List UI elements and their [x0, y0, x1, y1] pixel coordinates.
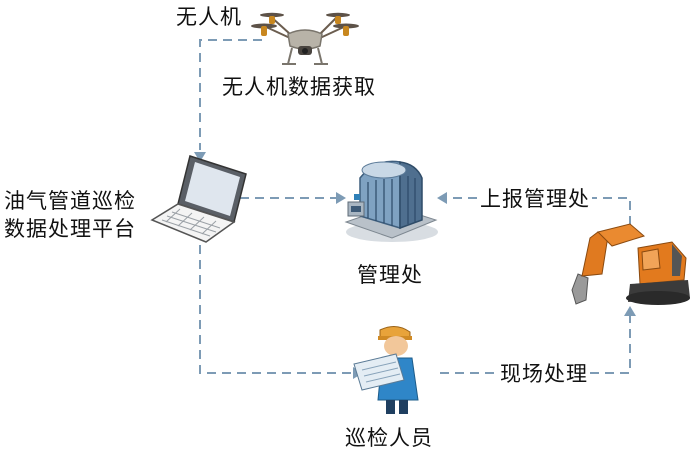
connector-laptop-to-inspector: [199, 245, 355, 374]
management-label: 管理处: [357, 263, 423, 287]
office-building-icon: [344, 160, 438, 242]
arrowhead-building-right: [437, 192, 447, 204]
drone-label: 无人机: [176, 5, 242, 29]
connector-drone-to-laptop: [199, 39, 262, 150]
report-label: 上报管理处: [478, 186, 592, 212]
platform-label-line2: 数据处理平台: [4, 217, 136, 241]
laptop-icon: [150, 155, 247, 243]
arrowhead-building-left: [336, 192, 346, 204]
arrowhead-laptop: [194, 152, 206, 162]
platform-label-line1: 油气管道巡检: [4, 189, 136, 213]
excavator-icon: [571, 223, 690, 305]
onsite-label: 现场处理: [498, 361, 590, 387]
inspector-label: 巡检人员: [345, 426, 433, 450]
worker-with-blueprint-icon: [353, 326, 419, 414]
drone-icon: [251, 12, 359, 65]
drone-acquisition-label: 无人机数据获取: [222, 75, 376, 99]
arrowhead-excavator: [624, 306, 636, 316]
